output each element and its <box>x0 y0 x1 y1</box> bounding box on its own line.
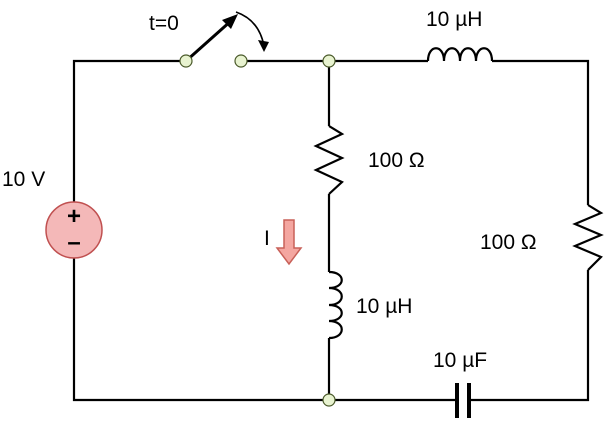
resistor-middle-label: 100 Ω <box>368 149 425 172</box>
switch <box>179 11 269 68</box>
wire-right-bottom <box>470 270 590 402</box>
voltage-source: + – <box>45 201 103 259</box>
junction-bottom <box>322 393 336 407</box>
source-voltage-label: 10 V <box>2 168 45 191</box>
current-label: I <box>264 227 270 250</box>
current-arrow-icon <box>275 219 303 266</box>
switch-time-label: t=0 <box>149 12 179 35</box>
switch-blade <box>185 18 233 63</box>
switch-blade-arrowhead <box>222 14 238 29</box>
resistor-right <box>572 204 604 271</box>
switch-terminal-left <box>179 54 193 68</box>
wire-top-right <box>492 59 590 205</box>
source-minus-sign: – <box>67 229 80 256</box>
resistor-middle <box>313 125 345 195</box>
switch-motion-arrowhead <box>258 40 269 52</box>
resistor-right-label: 100 Ω <box>480 231 537 254</box>
wire-bottom-left <box>72 250 455 402</box>
junction-top <box>322 54 336 68</box>
inductor-top-label: 10 µH <box>426 8 482 31</box>
inductor-top <box>426 47 494 62</box>
inductor-middle-label: 10 µH <box>356 295 412 318</box>
switch-terminal-right <box>234 54 248 68</box>
wire-top-left <box>72 59 186 210</box>
capacitor-label: 10 µF <box>433 349 487 372</box>
capacitor <box>455 383 471 418</box>
source-plus-sign: + <box>67 203 81 230</box>
inductor-middle <box>328 270 343 340</box>
